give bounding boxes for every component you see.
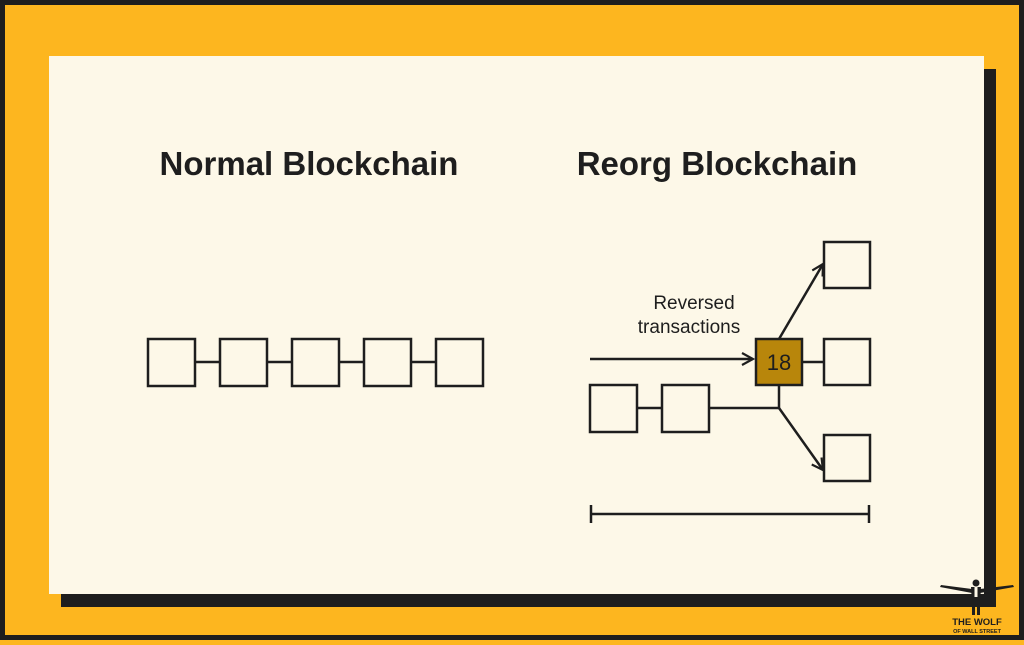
chain-block [434,337,485,388]
logo-figure-icon [940,579,1014,615]
fork-arrow-down [777,407,823,470]
chain-block [588,383,639,434]
reorg-block-number: 18 [767,350,791,375]
chain-block [362,337,413,388]
reorg-block [754,337,804,387]
logo-line1: THE WOLF [952,617,1002,628]
reorg-blockchain-title: Reorg Blockchain [577,145,858,182]
fork-block-top [822,240,872,290]
chain-block [660,383,711,434]
fork-block-middle [822,337,872,387]
fork-arrow-up [777,264,823,340]
reversed-label-line1: Reversed [653,293,734,314]
reorg-chain: Reversed transactions 18 [588,240,872,523]
reversed-label-line2: transactions [638,317,740,338]
normal-chain [146,337,485,388]
chain-block [290,337,341,388]
fork-block-bottom [822,433,872,483]
blockchain-diagram: Normal Blockchain Reorg Blockchain Rever… [146,145,872,523]
chain-block [146,337,197,388]
logo-line2: OF WALL STREET [953,629,1002,635]
diagram-card [49,56,984,594]
normal-blockchain-title: Normal Blockchain [160,145,459,182]
chain-block [218,337,269,388]
wolf-of-wall-street-logo: THE WOLF OF WALL STREET [940,579,1014,635]
